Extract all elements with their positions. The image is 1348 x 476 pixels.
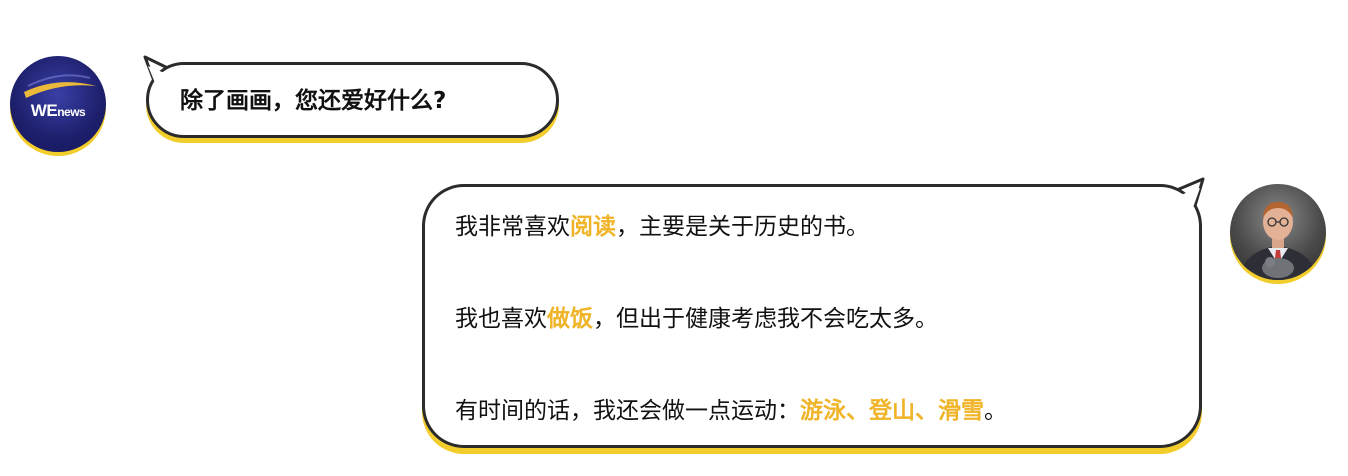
answer-line-cooking: 我也喜欢做饭，但出于健康考虑我不会吃太多。 <box>455 304 938 334</box>
wenews-avatar: WEnews <box>10 56 106 152</box>
answer-line-text: ，主要是关于历史的书。 <box>616 214 869 240</box>
question-bubble <box>146 62 559 138</box>
hobby-reading: 阅读 <box>570 214 616 240</box>
logo-we-text: WE <box>30 101 58 120</box>
interviewee-avatar <box>1230 184 1326 280</box>
tail-cover <box>148 66 176 90</box>
swoosh-icon <box>24 74 96 98</box>
answer-line-text: 我也喜欢 <box>455 306 547 332</box>
answer-line-sports: 有时间的话，我还会做一点运动：游泳、登山、滑雪。 <box>455 396 1007 426</box>
question-text: 除了画画，您还爱好什么? <box>180 88 447 114</box>
hobby-cooking: 做饭 <box>547 306 593 332</box>
hobby-sports: 游泳、登山、滑雪 <box>800 398 984 424</box>
logo-news-text: news <box>57 105 86 119</box>
person-portrait-icon <box>1238 202 1318 280</box>
tail-cover-right <box>1172 188 1200 216</box>
answer-line-text: ，但出于健康考虑我不会吃太多。 <box>593 306 938 332</box>
answer-line-text: 有时间的话，我还会做一点运动： <box>455 398 800 424</box>
answer-line-text: 我非常喜欢 <box>455 214 570 240</box>
wenews-logo: WEnews <box>10 102 106 120</box>
answer-line-text: 。 <box>984 398 1007 424</box>
answer-bubble <box>422 184 1202 448</box>
answer-line-reading: 我非常喜欢阅读，主要是关于历史的书。 <box>455 212 869 242</box>
